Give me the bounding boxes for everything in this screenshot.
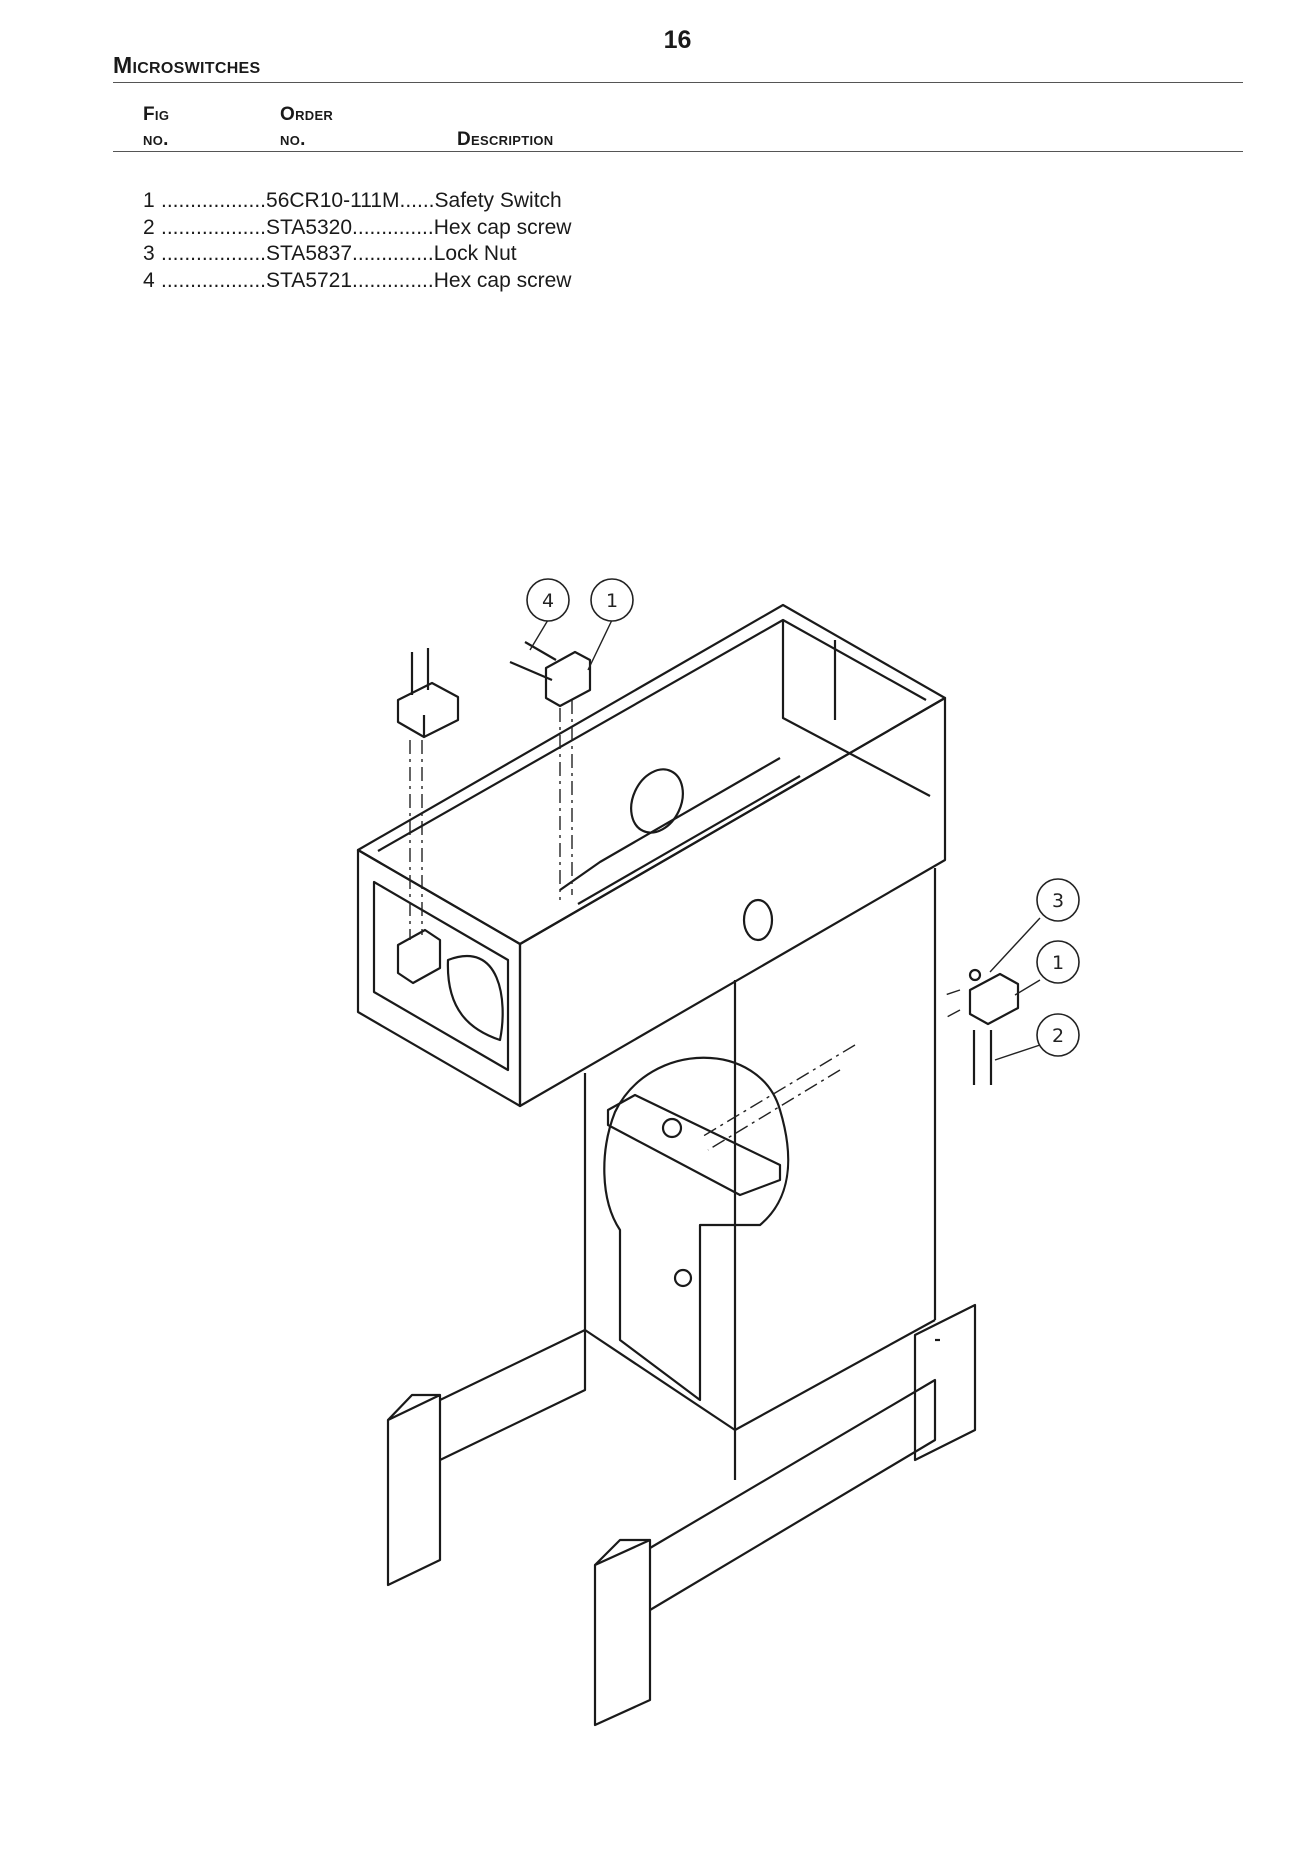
callout-3: 3: [1036, 878, 1080, 922]
section-title: Microswitches: [113, 52, 261, 78]
box-front-slot: [742, 898, 774, 942]
box-left-opening: [372, 880, 510, 1072]
box-front-face: [518, 696, 947, 1108]
order-number: STA5320: [266, 215, 353, 239]
column-header-order-line1: Order: [280, 104, 334, 125]
box-inner-back-wall: [781, 620, 931, 797]
cutaway-beam: [606, 1093, 782, 1197]
box-top-rim: [356, 603, 947, 946]
foot-bar-left: [439, 1328, 587, 1461]
callout-label: 3: [1052, 890, 1064, 912]
box-inner-rail: [559, 757, 781, 891]
switch-inside-box: [396, 928, 442, 985]
leg-front: [593, 1538, 652, 1727]
fig-number: 1: [143, 189, 155, 212]
box-front-hole: [630, 768, 684, 834]
leg-left: [386, 1393, 442, 1587]
switch-right: [968, 972, 1020, 1026]
order-number: STA5721: [266, 268, 353, 292]
leader-dots: ..................: [161, 242, 267, 265]
callout-label: 4: [542, 590, 554, 612]
fig-number: 3: [143, 242, 155, 265]
callout-1: 1: [1036, 940, 1080, 984]
parts-row: 1 .................. 56CR10-111M ...... …: [143, 188, 571, 215]
box-left-face: [356, 848, 522, 1108]
parts-row: 4 .................. STA5721 ...........…: [143, 268, 571, 295]
leg-right: [913, 1303, 977, 1462]
column-header-fig-line2: no.: [143, 129, 169, 150]
switch-middle: [544, 650, 592, 708]
fig-number: 4: [143, 268, 155, 292]
fig-number: 2: [143, 215, 155, 239]
order-number: STA5837: [266, 242, 353, 265]
leader-dots: ..................: [161, 189, 267, 212]
order-number: 56CR10-111M: [266, 189, 400, 212]
page-number: 16: [663, 26, 692, 54]
callout-label: 2: [1052, 1025, 1064, 1047]
parts-row: 3 .................. STA5837 ...........…: [143, 241, 571, 268]
leader-dots: ..................: [161, 215, 267, 239]
leader-dots: ......: [399, 189, 435, 212]
callout-2: 2: [1036, 1013, 1080, 1057]
foot-bar-front: [649, 1378, 937, 1611]
column-header-order: Order no.: [280, 102, 333, 152]
header-rule: [113, 82, 1243, 83]
part-description: Hex cap screw: [433, 215, 572, 239]
leader-dots: ..............: [352, 215, 434, 239]
callout-label: 1: [1052, 952, 1064, 974]
cutaway-detail-outline: [603, 1056, 790, 1402]
callout-1: 1: [590, 578, 634, 622]
column-header-description: Description: [457, 129, 554, 150]
column-header-order-line2: no.: [280, 129, 306, 150]
column-header-rule: [113, 151, 1243, 152]
leader-dots: ..................: [161, 268, 267, 292]
part-description: Hex cap screw: [433, 268, 572, 292]
leader-dots: ..............: [352, 242, 434, 265]
parts-list: 1 .................. 56CR10-111M ...... …: [143, 188, 571, 294]
part-description: Safety Switch: [434, 189, 562, 212]
parts-row: 2 .................. STA5320 ...........…: [143, 215, 571, 242]
box-left-cutout: [446, 954, 504, 1042]
column-header-fig: Fig no.: [143, 102, 169, 152]
box-top-inner-rim: [377, 618, 927, 852]
leader-dots: ..............: [352, 268, 434, 292]
callout-label: 1: [606, 590, 618, 612]
switch-left: [396, 681, 460, 739]
column-header-fig-line1: Fig: [143, 104, 170, 125]
part-description: Lock Nut: [433, 242, 517, 265]
callout-4: 4: [526, 578, 570, 622]
